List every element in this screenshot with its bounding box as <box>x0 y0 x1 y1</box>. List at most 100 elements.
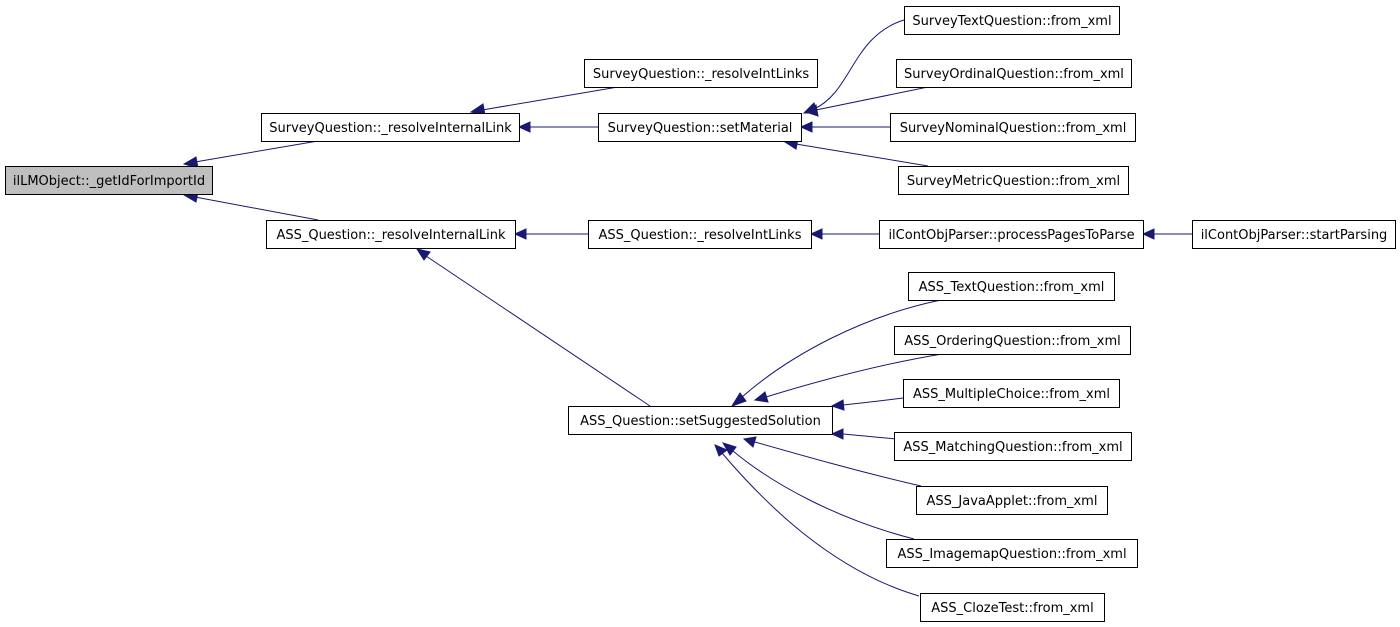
node-box <box>904 6 1120 35</box>
node-box <box>894 326 1131 355</box>
node-box <box>890 113 1136 142</box>
node-label: SurveyMetricQuestion::from_xml <box>907 174 1120 189</box>
call-edge <box>809 228 879 240</box>
node-label: ASS_MatchingQuestion::from_xml <box>903 440 1122 455</box>
function-node[interactable]: SurveyQuestion::_resolveInternalLink <box>261 113 520 142</box>
call-edge <box>469 86 619 116</box>
node-box <box>908 272 1115 301</box>
function-node[interactable]: ASS_MatchingQuestion::from_xml <box>894 432 1132 461</box>
call-edge <box>513 228 588 240</box>
node-label: ilLMObject::_getIdForImportId <box>13 174 205 189</box>
call-edge <box>742 436 922 487</box>
node-box <box>896 59 1132 88</box>
node-box <box>916 486 1108 515</box>
edge-line <box>842 397 904 406</box>
node-box <box>584 59 818 88</box>
edge-line <box>754 441 922 487</box>
node-label: ASS_OrderingQuestion::from_xml <box>904 334 1121 349</box>
function-node[interactable]: ilContObjParser::startParsing <box>1192 220 1396 249</box>
call-edge <box>415 248 651 407</box>
edge-line <box>194 140 319 163</box>
function-node[interactable]: ASS_Question::_resolveIntLinks <box>588 220 812 249</box>
function-node[interactable]: ASS_Question::_resolveInternalLink <box>266 220 516 249</box>
node-box <box>598 113 802 142</box>
edge-line <box>741 299 942 398</box>
call-edge <box>830 397 904 411</box>
call-edge <box>783 138 929 167</box>
arrowhead-icon <box>799 121 813 133</box>
node-box <box>920 593 1105 622</box>
function-node[interactable]: SurveyNominalQuestion::from_xml <box>890 113 1136 142</box>
edges <box>182 19 1192 597</box>
arrowhead-icon <box>730 392 747 407</box>
node-box <box>903 379 1120 408</box>
node-box <box>894 432 1132 461</box>
edge-line <box>194 196 319 221</box>
node-label: SurveyQuestion::setMaterial <box>608 121 793 136</box>
function-node[interactable]: SurveyOrdinalQuestion::from_xml <box>896 59 1132 88</box>
node-box <box>879 220 1144 249</box>
node-box <box>1192 220 1396 249</box>
node-box <box>261 113 520 142</box>
node-box <box>588 220 812 249</box>
node-label: SurveyOrdinalQuestion::from_xml <box>904 67 1124 82</box>
node-box <box>266 220 516 249</box>
arrowhead-icon <box>742 436 757 448</box>
edge-line <box>732 450 915 540</box>
node-box <box>898 166 1129 195</box>
arrowhead-icon <box>517 121 531 133</box>
edge-line <box>795 143 929 167</box>
call-edge <box>714 444 920 597</box>
arrowhead-icon <box>714 444 728 457</box>
node-label: ASS_TextQuestion::from_xml <box>919 280 1105 295</box>
edge-line <box>721 452 920 597</box>
edge-line <box>815 86 929 111</box>
arrowhead-icon <box>830 428 844 440</box>
node-label: ilContObjParser::startParsing <box>1201 228 1388 243</box>
call-edge <box>730 299 942 407</box>
function-node[interactable]: ASS_ClozeTest::from_xml <box>920 593 1105 622</box>
edge-line <box>765 353 943 398</box>
call-edge <box>721 442 915 540</box>
edge-line <box>425 255 651 407</box>
nodes: ilLMObject::_getIdForImportId SurveyQuest… <box>5 6 1396 622</box>
function-node[interactable]: ASS_Question::setSuggestedSolution <box>568 406 833 435</box>
arrowhead-icon <box>809 228 823 240</box>
call-edge <box>804 86 929 117</box>
call-edge <box>517 121 598 133</box>
arrowhead-icon <box>513 228 527 240</box>
node-label: SurveyQuestion::_resolveInternalLink <box>269 121 512 136</box>
arrowhead-icon <box>804 104 819 117</box>
edge-line <box>481 86 619 111</box>
node-label: ASS_ImagemapQuestion::from_xml <box>897 547 1126 562</box>
function-node[interactable]: ASS_MultipleChoice::from_xml <box>903 379 1120 408</box>
node-box <box>5 166 213 195</box>
node-box <box>886 539 1138 568</box>
root-function-node[interactable]: ilLMObject::_getIdForImportId <box>5 166 213 195</box>
node-label: ASS_Question::_resolveIntLinks <box>599 228 802 243</box>
function-node[interactable]: SurveyMetricQuestion::from_xml <box>898 166 1129 195</box>
node-label: ASS_Question::_resolveInternalLink <box>276 228 506 243</box>
function-node[interactable]: ASS_JavaApplet::from_xml <box>916 486 1108 515</box>
call-edge <box>802 19 905 114</box>
arrowhead-icon <box>721 442 737 456</box>
call-edge <box>753 353 943 403</box>
node-label: ASS_JavaApplet::from_xml <box>927 494 1098 509</box>
function-node[interactable]: ilContObjParser::processPagesToParse <box>879 220 1144 249</box>
function-node[interactable]: SurveyQuestion::_resolveIntLinks <box>584 59 818 88</box>
function-node[interactable]: ASS_OrderingQuestion::from_xml <box>894 326 1131 355</box>
node-label: SurveyTextQuestion::from_xml <box>912 14 1111 29</box>
function-node[interactable]: ASS_TextQuestion::from_xml <box>908 272 1115 301</box>
node-label: ilContObjParser::processPagesToParse <box>888 228 1134 243</box>
edge-line <box>813 19 905 110</box>
function-node[interactable]: SurveyTextQuestion::from_xml <box>904 6 1120 35</box>
arrowhead-icon <box>830 399 845 411</box>
node-label: SurveyNominalQuestion::from_xml <box>900 121 1127 136</box>
function-node[interactable]: ASS_ImagemapQuestion::from_xml <box>886 539 1138 568</box>
arrowhead-icon <box>753 391 769 403</box>
call-edge <box>1141 228 1192 240</box>
arrowhead-icon <box>1141 228 1155 240</box>
function-node[interactable]: SurveyQuestion::setMaterial <box>598 113 802 142</box>
node-label: ASS_MultipleChoice::from_xml <box>913 387 1110 402</box>
